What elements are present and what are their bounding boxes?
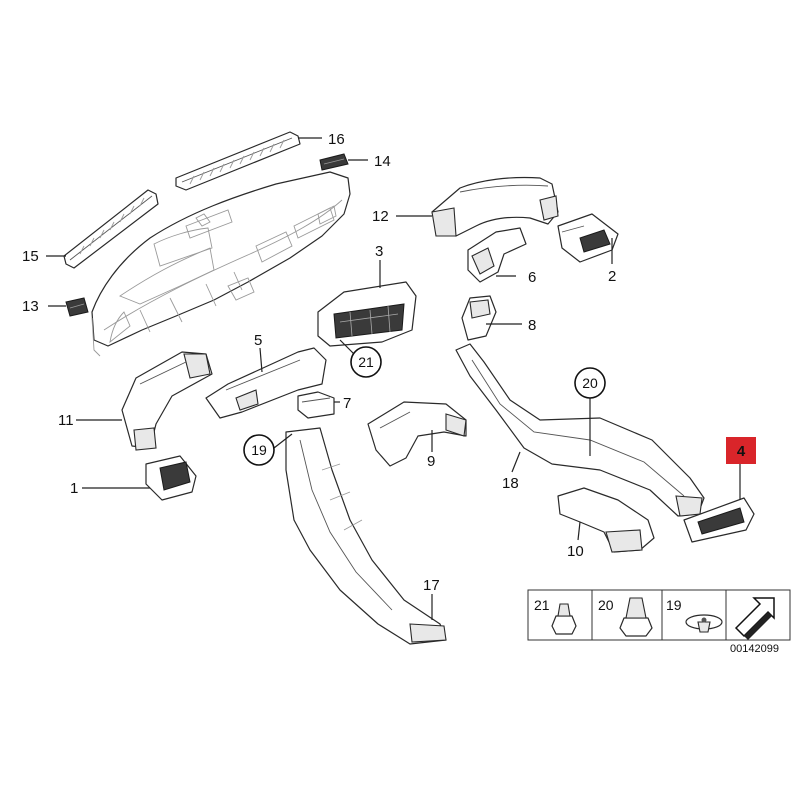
fastener-legend: 21 20 19 [527, 589, 791, 641]
callout-10: 10 [567, 543, 584, 560]
callout-labels: 16 14 15 13 12 2 3 6 8 5 7 11 1 9 18 10 … [22, 131, 756, 594]
callout-15: 15 [22, 248, 39, 265]
callout-2: 2 [608, 268, 616, 285]
callout-14: 14 [374, 153, 391, 170]
callout-12: 12 [372, 208, 389, 225]
part-3-center-vent [317, 281, 417, 347]
legend-label-20: 20 [598, 597, 614, 613]
leader-lines [46, 137, 741, 620]
callout-20: 20 [582, 375, 598, 391]
part-18-right-duct [455, 343, 705, 517]
callout-21: 21 [358, 354, 374, 370]
callout-11: 11 [58, 412, 74, 429]
part-16-defroster-grille [175, 131, 301, 191]
part-17-long-floor-duct [285, 427, 447, 645]
part-9-floor-duct [367, 401, 467, 467]
callout-6: 6 [528, 269, 536, 286]
callout-3: 3 [375, 243, 383, 260]
part-8-connector [461, 295, 497, 341]
diagram-code: 00142099 [730, 643, 779, 655]
highlight-box-part-4 [726, 437, 756, 464]
callout-18: 18 [502, 475, 519, 492]
part-5-center-duct [205, 347, 327, 419]
part-7-clip [297, 391, 335, 419]
legend-label-19: 19 [666, 597, 682, 613]
legend-label-21: 21 [534, 597, 550, 613]
callout-5: 5 [254, 332, 262, 349]
callout-17: 17 [423, 577, 440, 594]
part-10-rear-duct [557, 487, 655, 553]
nut-20-icon [619, 597, 653, 637]
part-1-left-vent [145, 455, 197, 501]
callout-1: 1 [70, 480, 78, 497]
part-14-speaker-grille [319, 153, 349, 171]
clip-19-icon [685, 614, 723, 633]
callout-7: 7 [343, 395, 351, 412]
dashboard-panel [91, 171, 351, 357]
callout-9: 9 [427, 453, 435, 470]
callout-19: 19 [251, 442, 267, 458]
part-6-duct-piece [467, 227, 527, 283]
callout-8: 8 [528, 317, 536, 334]
part-15-side-defroster [63, 189, 159, 269]
part-2-side-vent [557, 213, 619, 263]
callout-16: 16 [328, 131, 345, 148]
part-13-small-grille [65, 297, 89, 317]
callout-13: 13 [22, 298, 39, 315]
part-4-rear-vent [683, 497, 755, 543]
part-12-upper-duct [431, 176, 559, 237]
part-11-left-duct [121, 351, 213, 451]
callout-4: 4 [737, 443, 746, 460]
nut-21-icon [551, 603, 577, 635]
orientation-arrow-icon [734, 597, 775, 640]
